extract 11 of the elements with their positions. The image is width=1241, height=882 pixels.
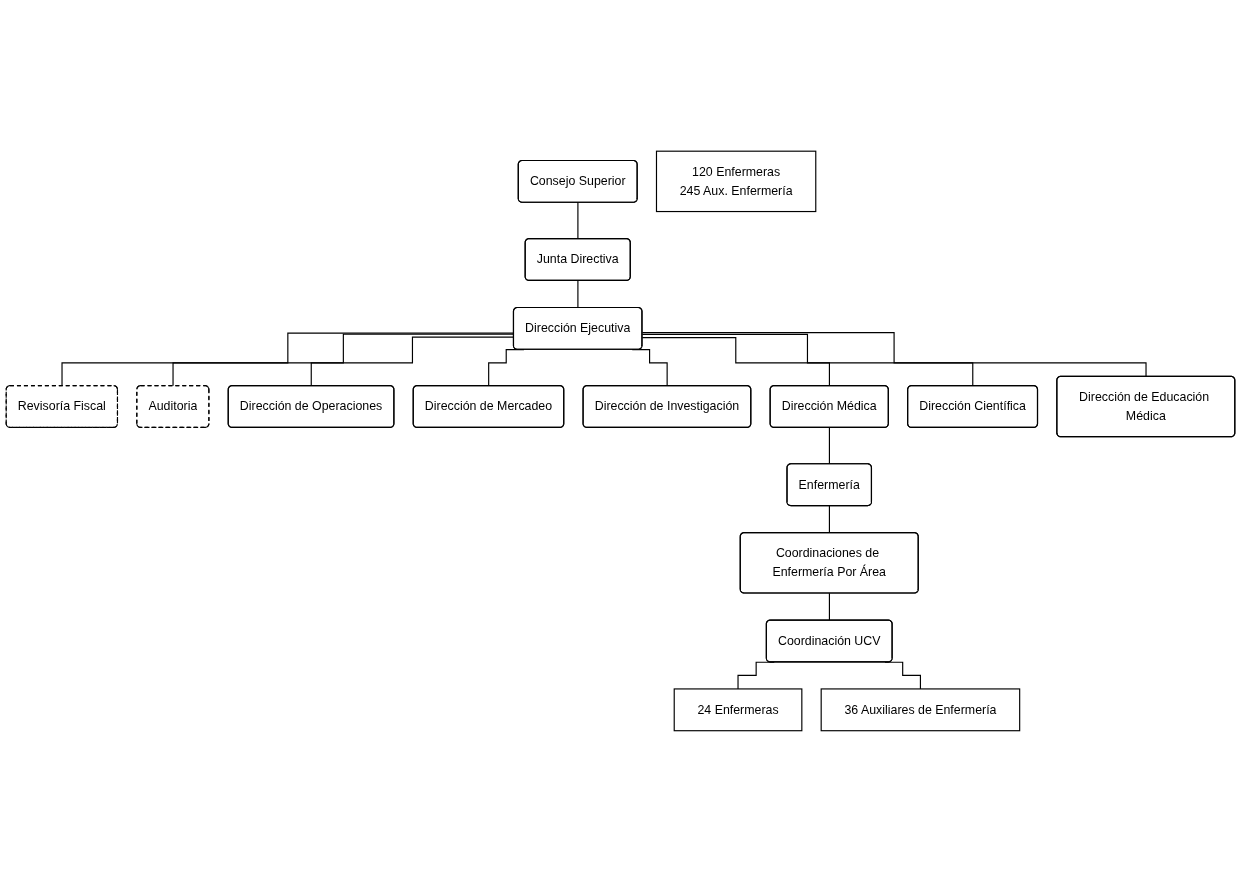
connector (641, 332, 1147, 378)
connector (828, 427, 831, 465)
node-box: 24 Enfermeras (673, 688, 803, 732)
node-box: 36 Auxiliares de Enfermería (820, 688, 1021, 732)
node-box: 120 Enfermeras 245 Aux. Enfermería (655, 150, 817, 213)
connector (577, 202, 579, 240)
connector (641, 337, 831, 387)
connector (577, 280, 579, 309)
connector (641, 333, 974, 387)
connector (828, 592, 831, 622)
connector (828, 505, 831, 534)
